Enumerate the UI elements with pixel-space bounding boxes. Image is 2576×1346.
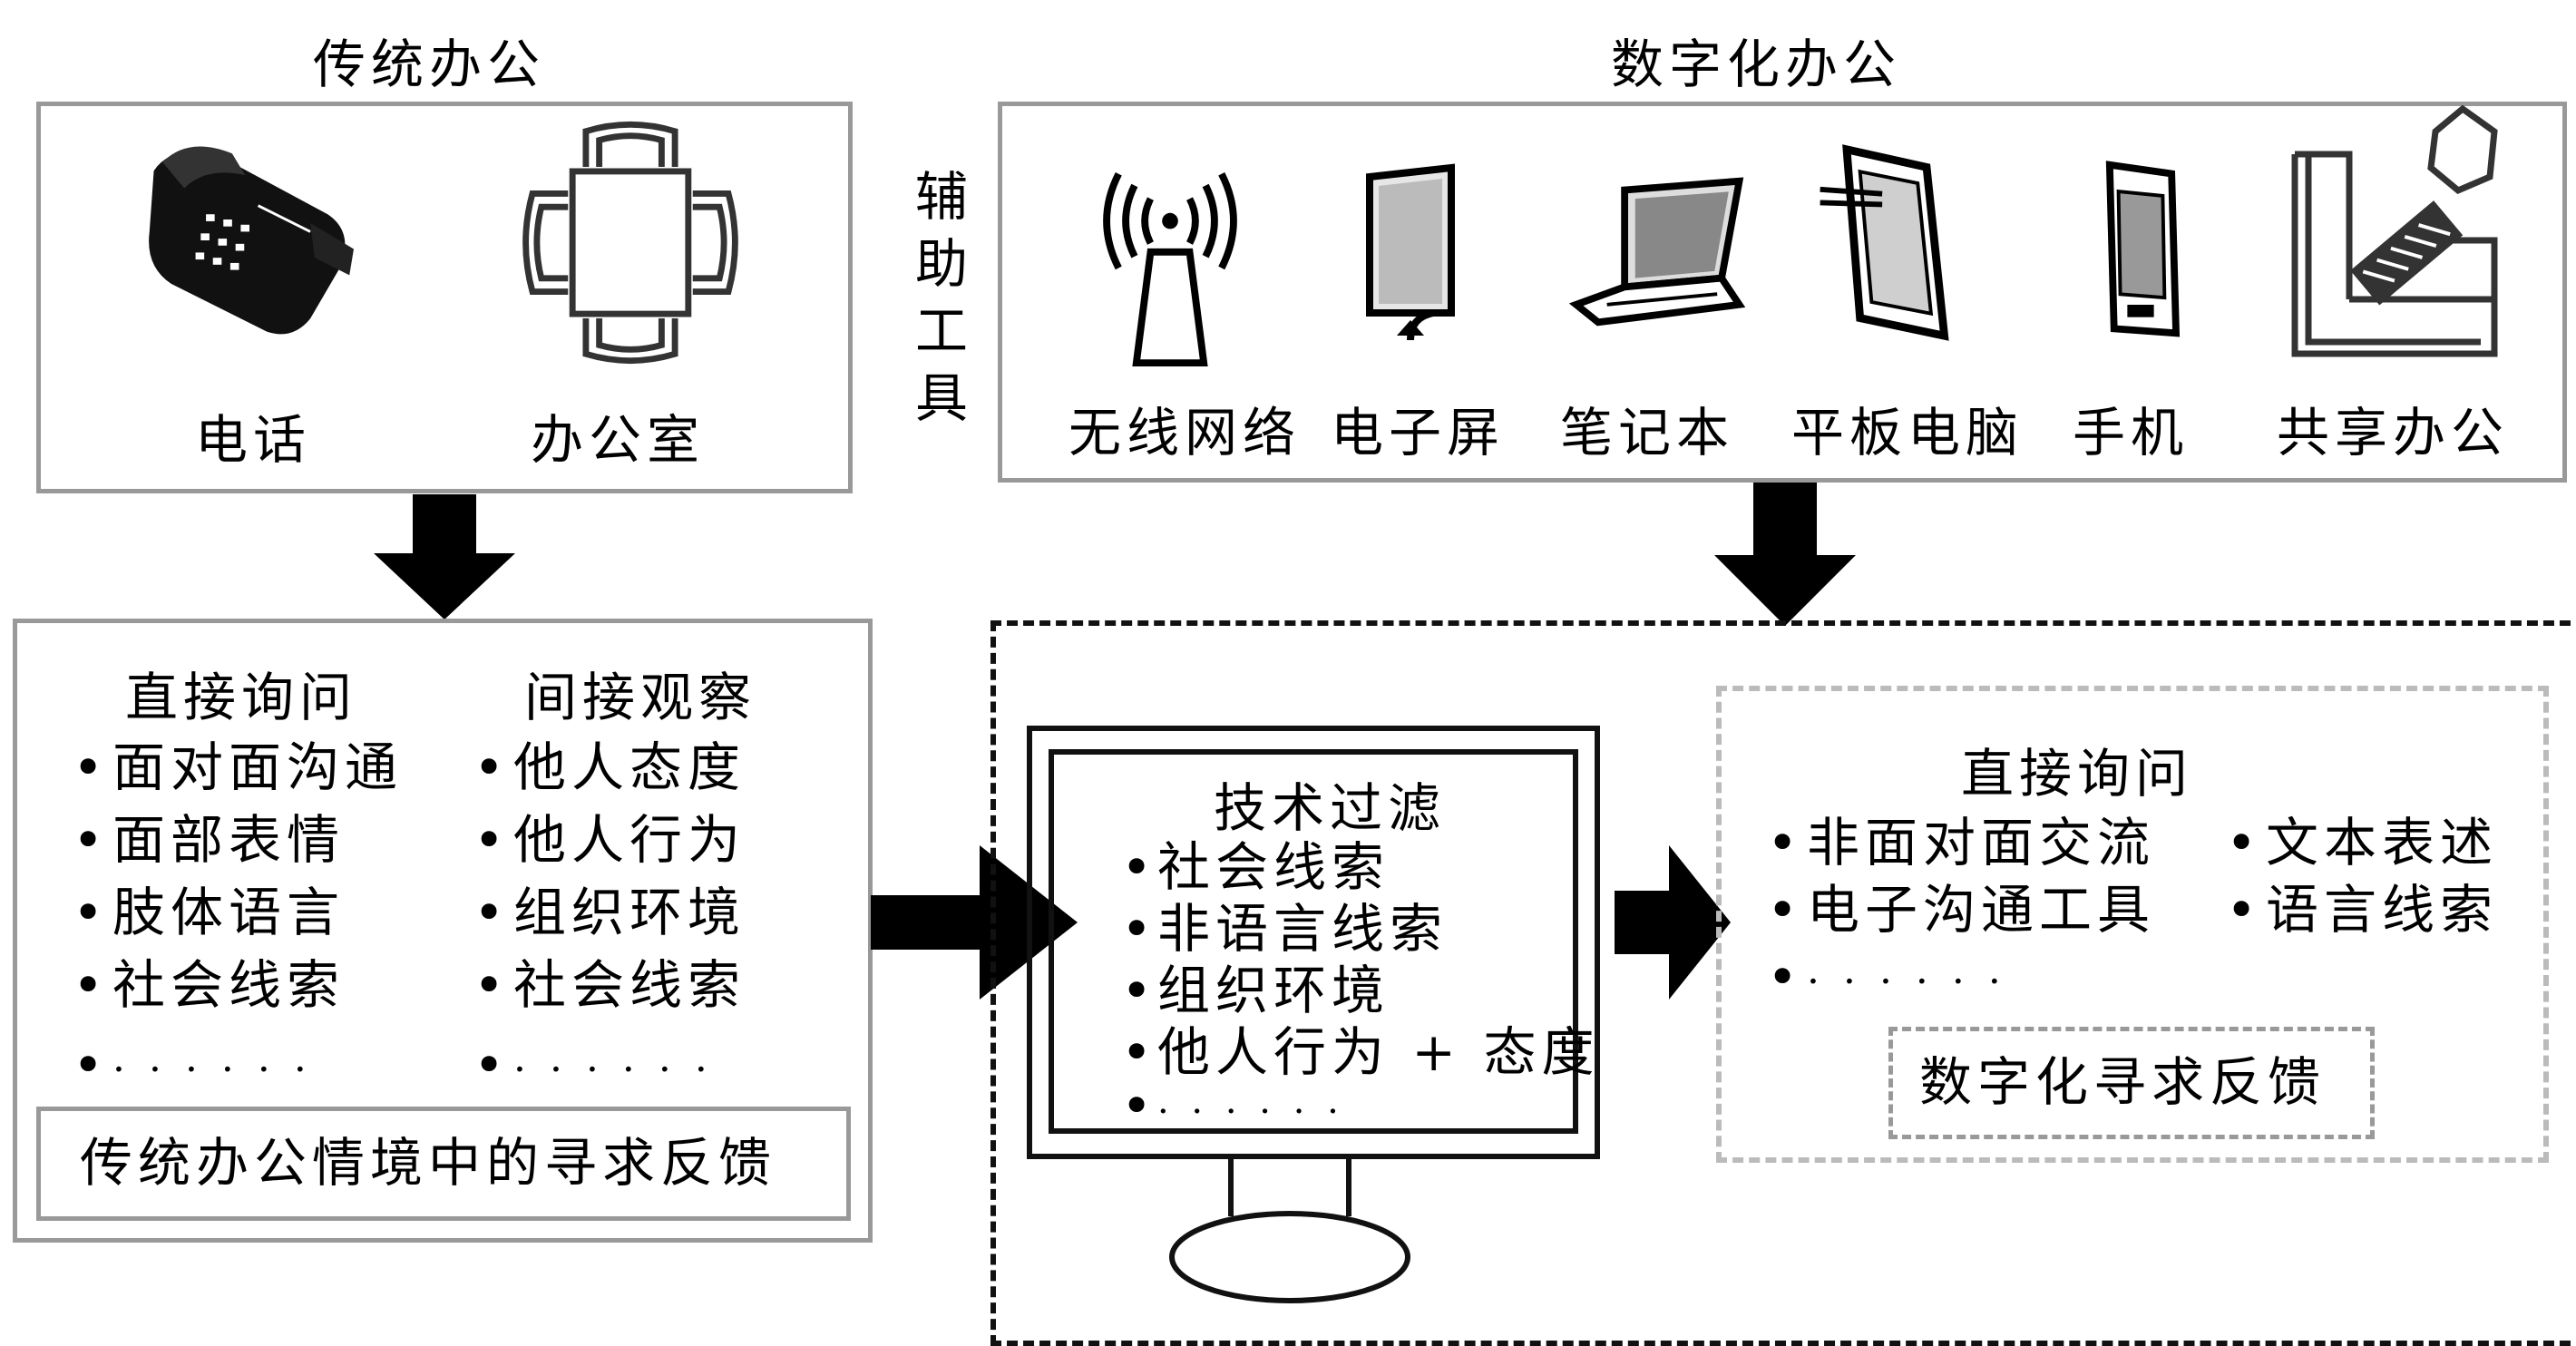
digital-direct-left-list: •非面对面交流 •电子沟通工具 •· · · · · · <box>1767 809 2155 1016</box>
direct-inquiry-box <box>1716 686 2549 1163</box>
monitor-frame <box>1027 726 1600 1159</box>
office-table-icon <box>522 121 738 365</box>
list-item: •他人态度 <box>473 736 746 798</box>
monitor-stand-icon <box>1169 1157 1410 1303</box>
mobile-phone-icon <box>2105 161 2181 337</box>
tool-label: 手机 <box>2073 402 2190 463</box>
office-label: 办公室 <box>531 409 706 471</box>
list-item: •· · · · · · <box>1121 1075 1344 1136</box>
list-item: •文本表述 <box>2226 812 2499 873</box>
list-item: •语言线索 <box>2226 879 2499 941</box>
tablet-icon <box>1820 144 1949 341</box>
list-item: •社会线索 <box>1121 836 1390 898</box>
list-item: •面部表情 <box>73 809 346 871</box>
tech-filter-list: •社会线索 •非语言线索 •组织环境 •他人行为 + 态度 •· · · · ·… <box>1121 836 1599 1135</box>
tool-label: 电子屏 <box>1331 402 1506 463</box>
right-arrow-icon <box>871 845 1078 1000</box>
telephone-icon <box>149 146 354 335</box>
direct-inquiry-list: •面对面沟通 •面部表情 •肢体语言 •社会线索 •· · · · · · <box>73 731 403 1107</box>
list-item: •社会线索 <box>73 954 346 1016</box>
list-item: •肢体语言 <box>73 882 346 943</box>
electronic-screen-icon <box>1366 163 1455 341</box>
right-arrow-icon <box>1615 845 1731 1000</box>
list-item: •· · · · · · <box>1767 946 2006 1008</box>
direct-inquiry-heading: 直接询问 <box>125 667 358 728</box>
laptop-icon <box>1568 177 1746 327</box>
wireless-antenna-icon <box>1103 171 1237 367</box>
auxiliary-tools-label: 辅 助 工 具 <box>914 166 968 429</box>
traditional-title: 传统办公 <box>313 34 546 95</box>
list-item: •组织环境 <box>473 882 746 943</box>
list-item: •电子沟通工具 <box>1767 879 2156 941</box>
traditional-feedback-box <box>13 619 873 1243</box>
digital-title: 数字化办公 <box>1611 34 1902 95</box>
tool-label: 笔记本 <box>1560 402 1735 463</box>
list-item: •组织环境 <box>1121 960 1390 1021</box>
list-item: •社会线索 <box>473 954 746 1016</box>
tool-label: 无线网络 <box>1068 402 1302 463</box>
tool-label: 平板电脑 <box>1791 402 2025 463</box>
list-item: •· · · · · · <box>73 1034 312 1096</box>
traditional-summary-box <box>36 1107 851 1221</box>
shared-office-icon <box>2291 104 2498 357</box>
list-item: •面对面沟通 <box>73 736 404 798</box>
tech-filter-heading: 技术过滤 <box>1214 777 1447 839</box>
digital-direct-right-list: •文本表述 •语言线索 <box>2226 809 2498 943</box>
list-item: •他人行为 + 态度 <box>1121 1021 1600 1083</box>
down-arrow-icon <box>374 494 515 619</box>
traditional-summary: 传统办公情境中的寻求反馈 <box>80 1132 777 1194</box>
digital-summary-box <box>1888 1027 2375 1139</box>
list-item: •· · · · · · <box>473 1034 713 1096</box>
list-item: •非面对面交流 <box>1767 812 2156 873</box>
down-arrow-icon <box>1714 483 1856 626</box>
digital-tools-box <box>998 102 2567 483</box>
digital-direct-heading: 直接询问 <box>1961 743 2194 805</box>
monitor-screen <box>1049 749 1578 1134</box>
digital-summary: 数字化寻求反馈 <box>1919 1051 2327 1113</box>
traditional-tools-box <box>36 102 853 493</box>
tool-label: 共享办公 <box>2277 402 2510 463</box>
telephone-label: 电话 <box>195 409 312 471</box>
indirect-observation-list: •他人态度 •他人行为 •组织环境 •社会线索 •· · · · · · <box>473 731 746 1107</box>
list-item: •他人行为 <box>473 809 746 871</box>
list-item: •非语言线索 <box>1121 898 1449 960</box>
indirect-observation-heading: 间接观察 <box>524 667 757 728</box>
